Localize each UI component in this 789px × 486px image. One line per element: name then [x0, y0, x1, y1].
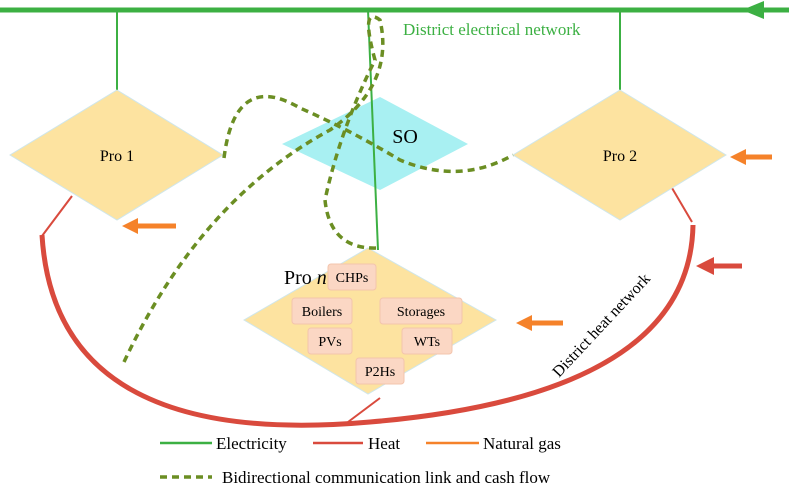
tech-item-boilers: Boilers: [291, 297, 353, 325]
tech-label: WTs: [414, 335, 440, 350]
pro1-node: [9, 89, 224, 221]
bus-arrow-icon: [742, 1, 764, 19]
legend-comm-label: Bidirectional communication link and cas…: [222, 468, 551, 486]
pro2-label: Pro 2: [603, 148, 637, 165]
legend-gas-label: Natural gas: [483, 434, 561, 453]
heat-network-arc: [39, 224, 696, 428]
tech-item-wts: WTs: [401, 327, 453, 355]
tech-box: [307, 327, 353, 355]
gas-arrow-pron: [516, 315, 563, 331]
tech-item-pvs: PVs: [307, 327, 353, 355]
pron-prefix: Pro: [284, 267, 317, 289]
heat-link-pro2: [671, 187, 693, 223]
tech-box: [355, 357, 405, 385]
pron-italic: n: [317, 267, 327, 289]
pron-node: [243, 247, 498, 395]
legend: Electricity Heat Natural gas Bidirection…: [160, 434, 561, 486]
pro2-node: [512, 89, 727, 221]
tech-label: P2Hs: [365, 365, 395, 380]
heat-link-pron: [347, 397, 381, 423]
tech-item-chps: CHPs: [327, 263, 377, 291]
pron-label: Pro n: [284, 267, 327, 289]
tech-label: CHPs: [336, 271, 369, 286]
feeder-pron: [367, 9, 379, 251]
tech-box: [379, 297, 463, 325]
heat-link-pro1: [41, 195, 73, 237]
tech-item-p2hs: P2Hs: [355, 357, 405, 385]
tech-item-storages: Storages: [379, 297, 463, 325]
gas-arrow-head-icon: [516, 315, 532, 331]
tech-label: PVs: [318, 335, 341, 350]
gas-arrows: [122, 149, 772, 331]
communication-links: [122, 15, 514, 363]
gas-arrow-head-icon: [122, 218, 138, 234]
electrical-network-label: District electrical network: [403, 20, 581, 39]
comm-pron-loop: [122, 15, 385, 363]
legend-electricity-label: Electricity: [216, 434, 287, 453]
so-label: SO: [392, 126, 418, 148]
gas-arrow-pro2: [730, 149, 772, 165]
gas-arrow-head-icon: [730, 149, 746, 165]
tech-box: [291, 297, 353, 325]
pro1-label: Pro 1: [100, 148, 134, 165]
tech-label: Storages: [397, 305, 445, 320]
heat-arrow: [696, 257, 742, 275]
heat-arrow-head-icon: [696, 257, 714, 275]
legend-heat-label: Heat: [368, 434, 400, 453]
tech-box: [401, 327, 453, 355]
comm-pro1-pro2: [222, 94, 514, 174]
tech-label: Boilers: [302, 305, 342, 320]
electricity-bus: [0, 1, 789, 19]
gas-arrow-pro1: [122, 218, 176, 234]
tech-box: [327, 263, 377, 291]
